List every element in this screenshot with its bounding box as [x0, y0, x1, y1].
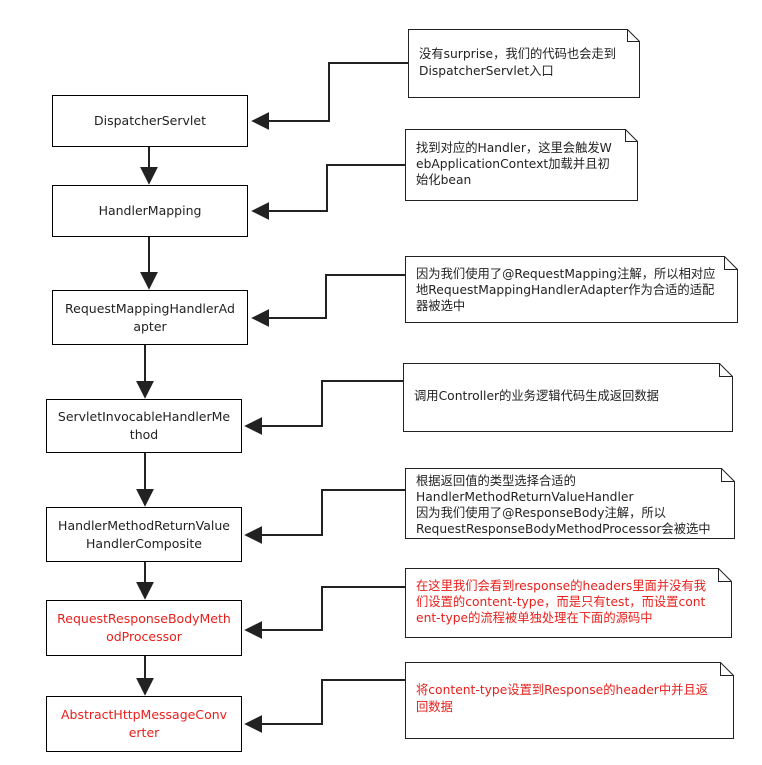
note-shape-5 — [405, 468, 735, 539]
note-servlet-invocable-handler-method: 调用Controller的业务逻辑代码生成返回数据 — [414, 389, 659, 403]
note-shape-3 — [405, 256, 738, 323]
node-handler-mapping: HandlerMapping — [52, 185, 248, 237]
note-shape-7 — [405, 662, 734, 739]
note-shape-2 — [405, 129, 638, 201]
node-servlet-invocable-handler-method: ServletInvocableHandlerMethod — [46, 399, 242, 453]
note-handler-method-return-value-handler-composite: 根据返回值的类型选择合适的 HandlerMethodReturnValueHa… — [416, 474, 711, 536]
note-connector-4 — [244, 380, 403, 435]
note-connector-2 — [251, 164, 405, 220]
note-shape-1 — [408, 29, 640, 98]
note-request-response-body-method-processor: 在这里我们会看到response的headers里面并没有我们设置的conten… — [416, 579, 707, 625]
note-request-mapping-handler-adapter: 因为我们使用了@RequestMapping注解，所以相对应地RequestMa… — [416, 267, 716, 313]
node-request-response-body-method-processor: RequestResponseBodyMethodProcessor — [46, 600, 242, 656]
node-dispatcher-servlet: DispatcherServlet — [52, 95, 248, 147]
note-shape-6 — [405, 568, 732, 638]
note-handler-mapping: 找到对应的Handler，这里会触发WebApplicationContext加… — [416, 141, 612, 187]
note-connector-5 — [244, 489, 405, 544]
note-connector-1 — [251, 62, 408, 130]
node-request-mapping-handler-adapter: RequestMappingHandlerAdapter — [52, 290, 248, 345]
note-connector-6 — [244, 586, 405, 639]
note-dispatcher-servlet: 没有surprise，我们的代码也会走到DispatcherServlet入口 — [419, 47, 617, 78]
note-connector-7 — [244, 679, 405, 733]
note-connector-3 — [251, 274, 405, 327]
node-abstract-http-message-converter: AbstractHttpMessageConverter — [46, 696, 242, 752]
note-abstract-http-message-converter: 将content-type设置到Response的header中并且返回数据 — [416, 683, 709, 714]
note-shape-4 — [403, 363, 733, 432]
node-handler-method-return-value-handler-composite: HandlerMethodReturnValueHandlerComposite — [46, 507, 242, 562]
